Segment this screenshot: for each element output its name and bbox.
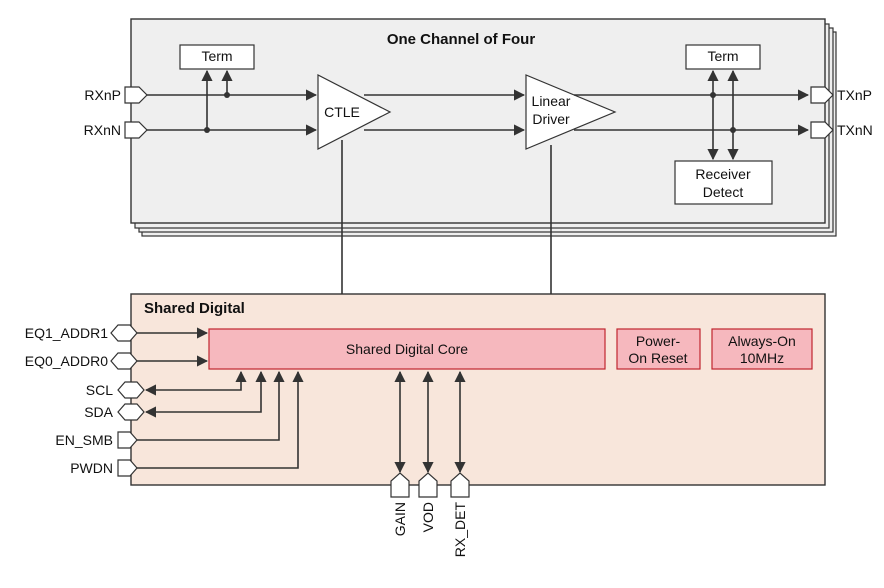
receiver-detect-label-2: Detect <box>703 184 744 200</box>
always-on-osc-label-2: 10MHz <box>740 350 784 366</box>
linear-driver-label-2: Driver <box>532 111 570 127</box>
pin-sda-label: SDA <box>84 404 113 420</box>
always-on-osc-label-1: Always-On <box>728 333 796 349</box>
junction-dot <box>204 127 210 133</box>
wire-en-smb <box>137 370 285 441</box>
shared-digital-title: Shared Digital <box>144 300 245 317</box>
power-on-reset-label-1: Power- <box>636 333 681 349</box>
pin-txnp-label: TXnP <box>837 87 872 103</box>
power-on-reset-box <box>616 328 701 370</box>
linear-driver-amplifier <box>525 74 617 150</box>
pin-rxnn-label: RXnN <box>84 122 121 138</box>
receiver-detect-box <box>674 160 773 205</box>
junction-dot <box>224 92 230 98</box>
junction-dot <box>730 127 736 133</box>
pin-gain <box>390 472 410 498</box>
pin-rxnn <box>124 121 148 139</box>
pin-scl <box>117 381 145 399</box>
pin-txnp <box>810 86 834 104</box>
pin-txnn-label: TXnN <box>837 122 873 138</box>
pin-eq0-addr0-label: EQ0_ADDR0 <box>25 353 108 369</box>
pin-pwdn-label: PWDN <box>70 460 113 476</box>
term-right-box <box>685 44 761 70</box>
power-on-reset-label-2: On Reset <box>628 350 687 366</box>
pin-eq0-addr0 <box>110 352 138 370</box>
pin-en-smb-label: EN_SMB <box>55 432 113 448</box>
linear-driver-label-1: Linear <box>532 93 571 109</box>
shared-digital-core-box <box>208 328 606 370</box>
pin-scl-label: SCL <box>86 382 113 398</box>
pin-pwdn <box>117 459 138 477</box>
pin-vod <box>418 472 438 498</box>
channel-title: One Channel of Four <box>387 31 535 48</box>
term-right-label: Term <box>707 48 738 64</box>
wire-pwdn <box>137 370 304 469</box>
term-left-label: Term <box>201 48 232 64</box>
shared-digital-core-label: Shared Digital Core <box>346 341 468 357</box>
junction-dot <box>710 92 716 98</box>
ctle-label: CTLE <box>324 104 360 120</box>
pin-rx-det-label: RX_DET <box>452 502 468 558</box>
wire-sda <box>144 370 267 418</box>
always-on-osc-box <box>711 328 813 370</box>
pin-sda <box>117 403 145 421</box>
pin-rxnp <box>124 86 148 104</box>
pin-gain-label: GAIN <box>392 502 408 536</box>
ctle-amplifier <box>317 74 392 150</box>
pin-en-smb <box>117 431 138 449</box>
receiver-detect-label-1: Receiver <box>695 166 751 182</box>
pin-txnn <box>810 121 834 139</box>
pin-vod-label: VOD <box>420 502 436 532</box>
pin-eq1-addr1-label: EQ1_ADDR1 <box>25 325 108 341</box>
pin-rx-det <box>450 472 470 498</box>
term-left-box <box>179 44 255 70</box>
pin-eq1-addr1 <box>110 324 138 342</box>
pin-rxnp-label: RXnP <box>84 87 121 103</box>
